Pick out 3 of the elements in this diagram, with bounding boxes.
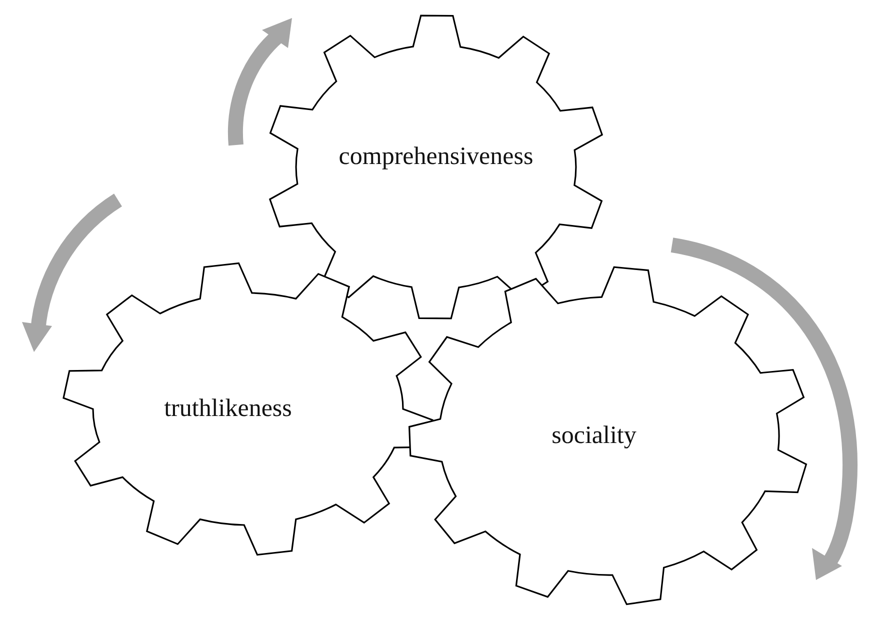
- gear-label: sociality: [552, 422, 636, 450]
- gear-label: truthlikeness: [164, 395, 292, 423]
- gear-label: comprehensiveness: [338, 143, 534, 171]
